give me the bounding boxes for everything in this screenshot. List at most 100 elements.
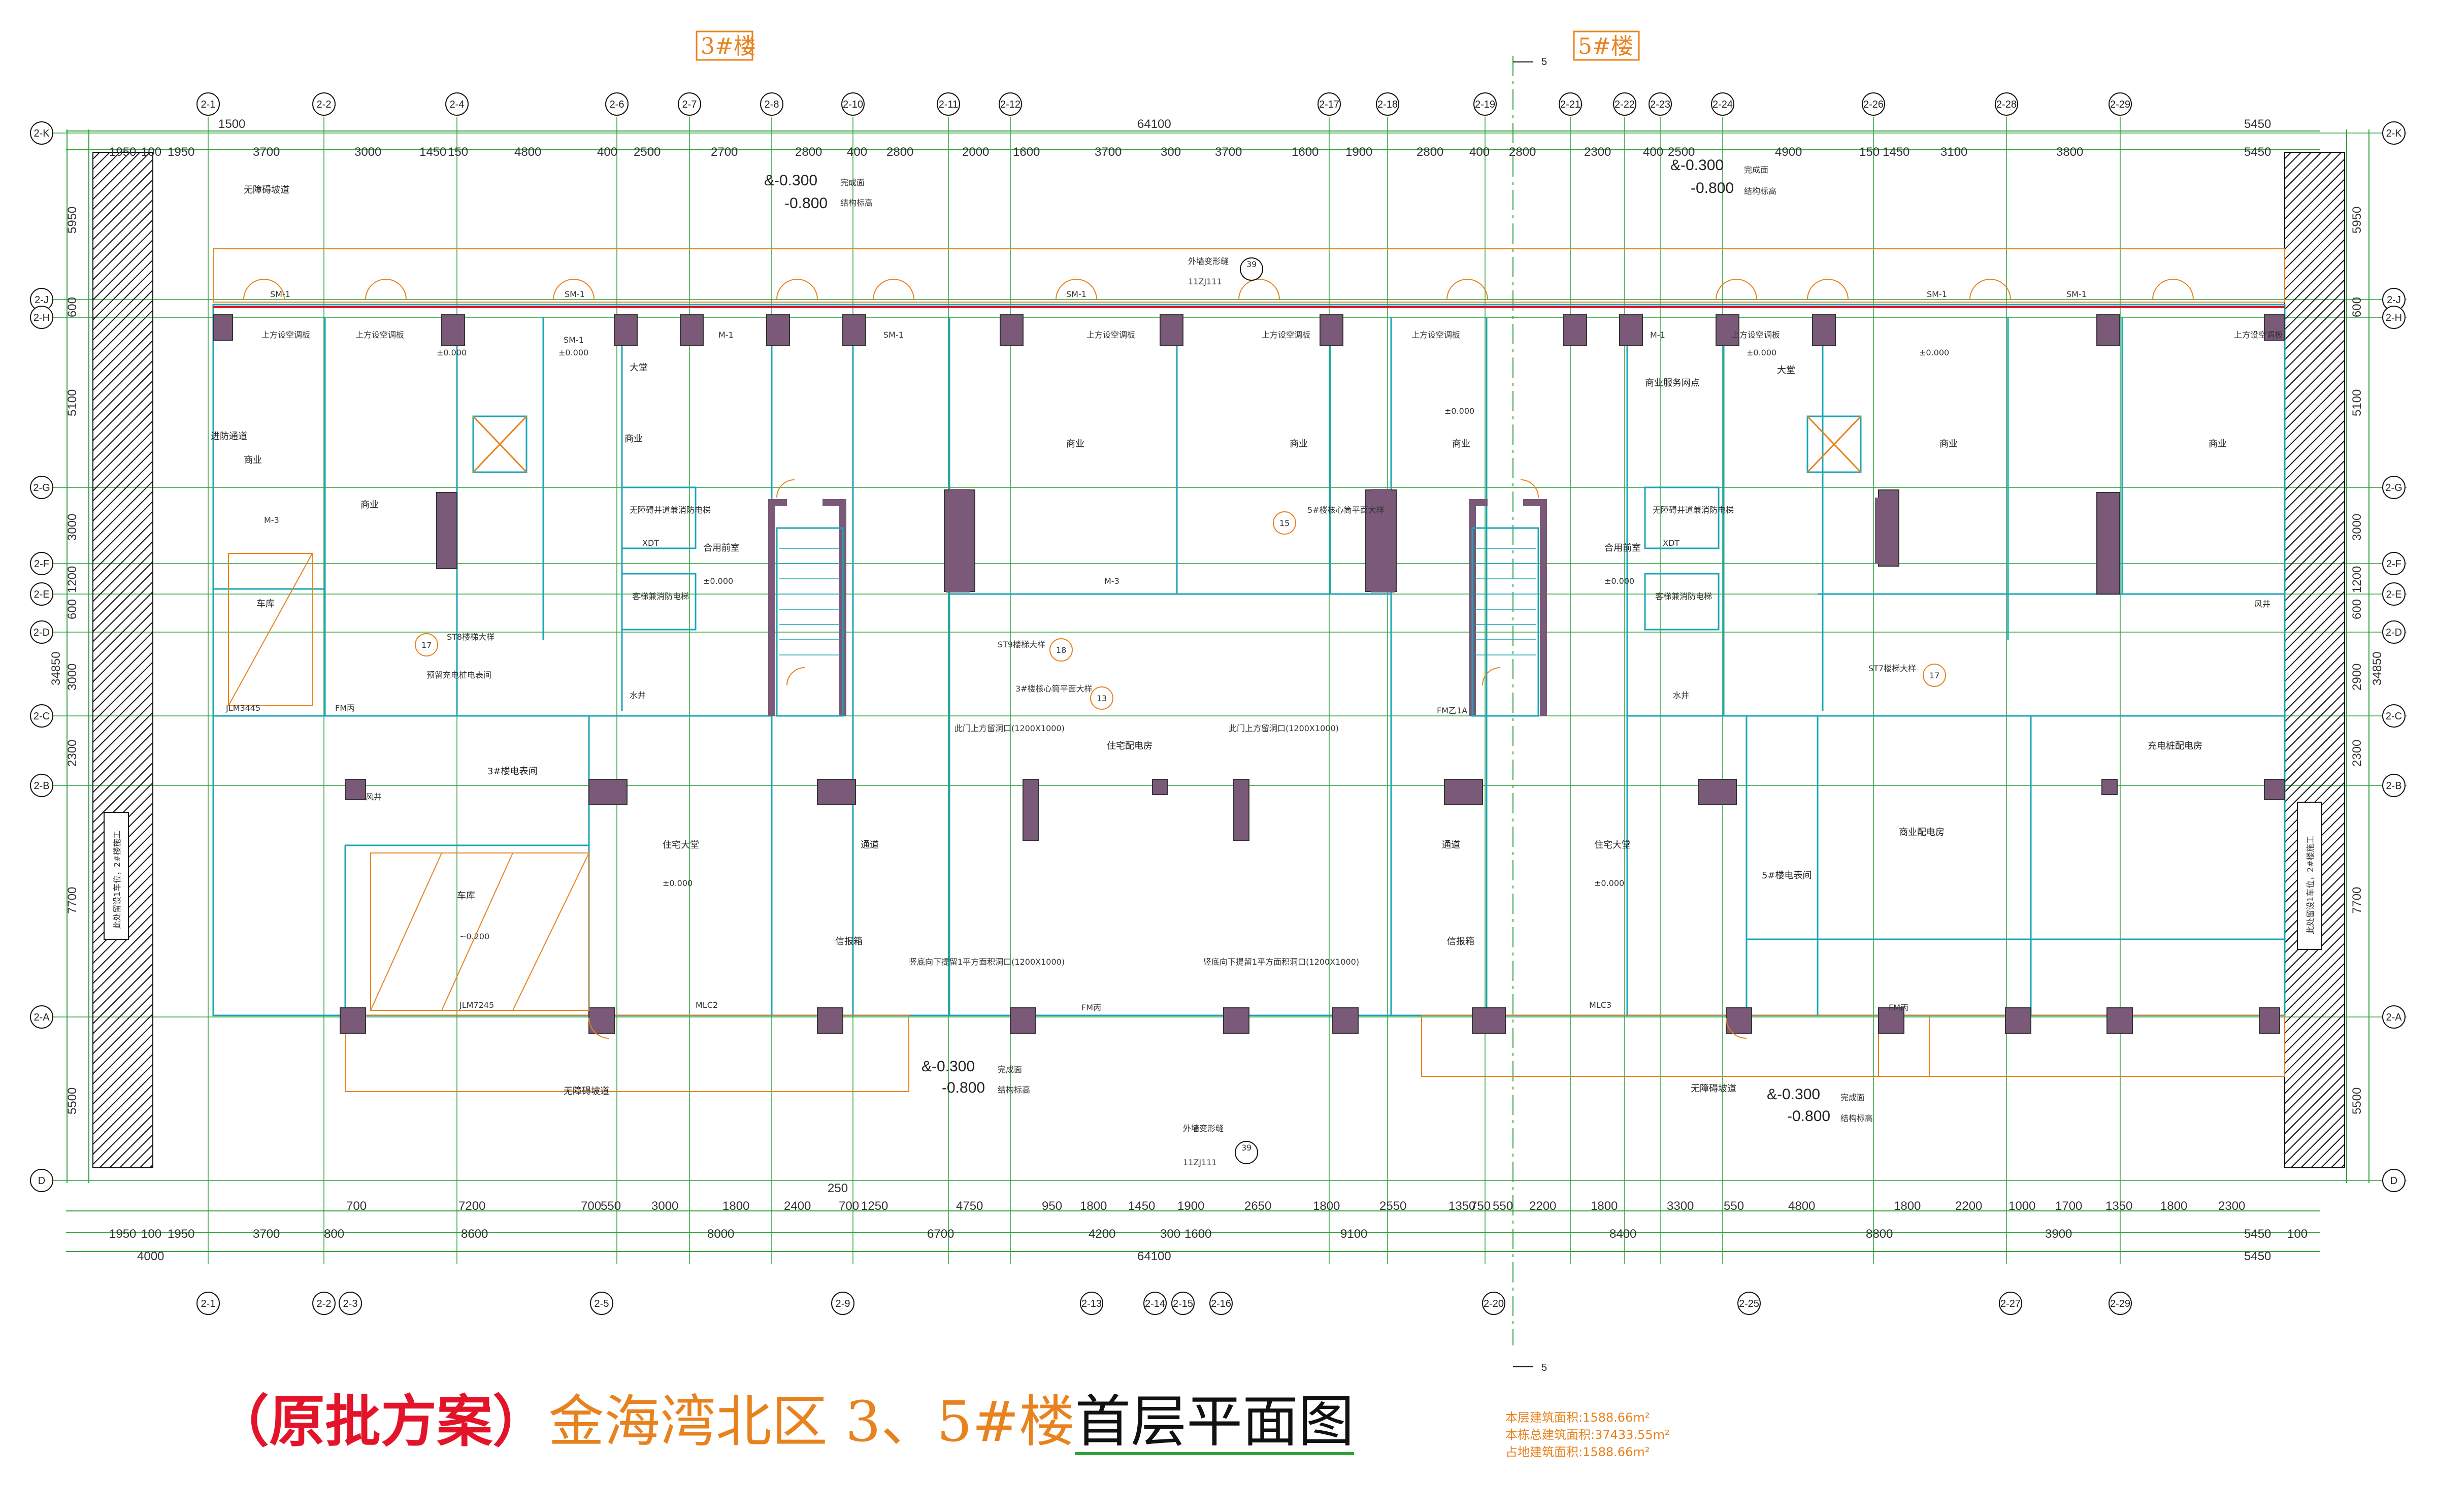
dim: 2300 bbox=[65, 740, 79, 767]
axis-label: 2-23 bbox=[1650, 99, 1670, 110]
shaft-label: 风井 bbox=[2254, 599, 2270, 609]
room-label: 车库 bbox=[256, 599, 275, 609]
bottom-total-dim: 64100 bbox=[1137, 1250, 1171, 1263]
dim: 400 bbox=[1469, 145, 1490, 159]
axis-label: 2-4 bbox=[450, 99, 465, 110]
dim: 600 bbox=[2350, 297, 2364, 317]
dim: 8400 bbox=[1609, 1227, 1636, 1241]
dim: 5950 bbox=[2350, 207, 2364, 234]
building-3-tag-box bbox=[696, 30, 753, 61]
axis-label: 2-26 bbox=[1863, 99, 1884, 110]
left-hatched-wall bbox=[92, 152, 153, 1168]
axis-label: 2-A bbox=[34, 1012, 50, 1023]
area-note-footprint: 占地建筑面积:1588.66m² bbox=[1505, 1445, 1650, 1459]
drawing-title: （原批方案）金海湾北区 3、5#楼首层平面图 bbox=[213, 1391, 1355, 1455]
elev-tag: ±0.000 bbox=[703, 576, 733, 586]
dim: 1800 bbox=[722, 1199, 749, 1213]
axis-label: 2-E bbox=[2386, 589, 2401, 600]
room-label: 商业 bbox=[624, 434, 643, 444]
top-right-dim: 5450 bbox=[2244, 117, 2271, 131]
level-label: 完成面 bbox=[1744, 165, 1768, 175]
room-label: 住宅大堂 bbox=[1594, 840, 1631, 850]
area-note-floor: 本层建筑面积:1588.66m² bbox=[1505, 1410, 1650, 1425]
door-label: SM-1 bbox=[1927, 289, 1947, 299]
level-value: &-0.300 bbox=[1767, 1086, 1820, 1103]
dim: 9100 bbox=[1340, 1227, 1367, 1241]
dim: 2800 bbox=[1509, 145, 1536, 159]
level-value: -0.800 bbox=[1787, 1108, 1830, 1125]
dim: 1600 bbox=[1013, 145, 1040, 159]
dim: 6700 bbox=[927, 1227, 954, 1241]
level-marker-4: &-0.300 完成面 -0.800 结构标高 bbox=[1767, 1086, 1873, 1125]
rear-terrace-left bbox=[345, 1015, 909, 1092]
door-label: FM丙 bbox=[1889, 1003, 1908, 1012]
garage-lines bbox=[228, 553, 589, 1011]
elev-tag: ±0.000 bbox=[437, 348, 467, 357]
dim: 4900 bbox=[1775, 145, 1802, 159]
dim: 2550 bbox=[1379, 1199, 1406, 1213]
dim: 2300 bbox=[2218, 1199, 2245, 1213]
core-shafts bbox=[448, 489, 1882, 716]
room-names: 商业 商业 商业 大堂 大堂 商业 商业 商业 商业 商业 车库 车库 住宅大堂… bbox=[211, 185, 2227, 1097]
room-label: 3#楼电表间 bbox=[487, 766, 538, 777]
axis-label: 2-21 bbox=[1560, 99, 1580, 110]
elevator-label: 客梯兼消防电梯 bbox=[1655, 591, 1712, 601]
bottom-dim-row-1: 700 7200 700 550 3000 1800 2400 700 1250… bbox=[346, 1199, 2245, 1213]
axis-label: 2-27 bbox=[2000, 1298, 2021, 1309]
dim: 550 bbox=[1493, 1199, 1513, 1213]
axis-label: 2-16 bbox=[1211, 1298, 1231, 1309]
dim: 3700 bbox=[253, 145, 280, 159]
dim: 2300 bbox=[2350, 740, 2364, 767]
axis-label: 2-J bbox=[35, 294, 49, 306]
dim: 3900 bbox=[2045, 1227, 2072, 1241]
door-label: SM-1 bbox=[2066, 289, 2087, 299]
axis-label: 2-8 bbox=[765, 99, 779, 110]
elev-tag: ±0.000 bbox=[663, 878, 693, 888]
room-label: 信报箱 bbox=[835, 936, 863, 947]
dim: 1900 bbox=[1177, 1199, 1204, 1213]
callouts: 17 17 18 13 15 39 39 bbox=[415, 257, 1946, 1164]
axis-label: 2-G bbox=[2385, 482, 2402, 494]
dim: 1450 bbox=[419, 145, 446, 159]
bottom-left-dim: 4000 bbox=[137, 1250, 164, 1263]
component-labels: SM-1 SM-1 SM-1 SM-1 SM-1 SM-1 SM-1 M-1 M… bbox=[225, 256, 2283, 1167]
top-axis-labels: 2-1 2-2 2-4 2-6 2-7 2-8 2-10 2-11 2-12 2… bbox=[201, 99, 2130, 110]
structural-columns bbox=[213, 314, 2285, 1034]
room-label: 无障碍坡道 bbox=[244, 185, 289, 195]
level-label: 结构标高 bbox=[840, 198, 873, 208]
dim: 5450 bbox=[2244, 145, 2271, 159]
room-label: 住宅配电房 bbox=[1107, 741, 1152, 751]
dim: 150 bbox=[1859, 145, 1880, 159]
ac-plate-label: 上方设空调板 bbox=[1262, 330, 1310, 340]
level-label: 完成面 bbox=[998, 1065, 1022, 1074]
stair-ref-label: ST7楼梯大样 bbox=[1868, 664, 1916, 673]
door-label: SM-1 bbox=[565, 289, 585, 299]
axis-label: 2-C bbox=[2386, 711, 2402, 722]
opening-note: 此门上方留洞口(1200X1000) bbox=[1229, 724, 1339, 733]
level-value: &-0.300 bbox=[1670, 157, 1724, 174]
section-mark-bottom: 5 bbox=[1541, 1362, 1547, 1373]
axis-label: 2-29 bbox=[2110, 1298, 2130, 1309]
dim: 4800 bbox=[514, 145, 541, 159]
level-label: 结构标高 bbox=[998, 1085, 1030, 1095]
ac-plate-label: 上方设空调板 bbox=[1731, 330, 1780, 340]
dim: 4800 bbox=[1788, 1199, 1815, 1213]
dim: 3300 bbox=[1667, 1199, 1694, 1213]
dim: 7700 bbox=[65, 887, 79, 914]
section-mark-top: 5 bbox=[1541, 56, 1547, 68]
axis-bubbles bbox=[30, 92, 2406, 1315]
dim: 3000 bbox=[651, 1199, 678, 1213]
axis-label: 2-C bbox=[34, 711, 50, 722]
axis-label: 2-10 bbox=[843, 99, 863, 110]
room-label: 商业服务网点 bbox=[1645, 378, 1700, 388]
axis-label: 2-6 bbox=[610, 99, 624, 110]
dim: 1350 bbox=[1448, 1199, 1475, 1213]
dim: 1800 bbox=[1591, 1199, 1618, 1213]
dim: 3000 bbox=[65, 664, 79, 691]
dim: 5100 bbox=[2350, 389, 2364, 416]
dim: 2500 bbox=[634, 145, 661, 159]
room-label: 通道 bbox=[1442, 840, 1460, 850]
callout-number: 39 bbox=[1241, 1143, 1252, 1153]
room-label: 商业配电房 bbox=[1899, 827, 1945, 838]
shaft-label: 水井 bbox=[1673, 691, 1689, 700]
